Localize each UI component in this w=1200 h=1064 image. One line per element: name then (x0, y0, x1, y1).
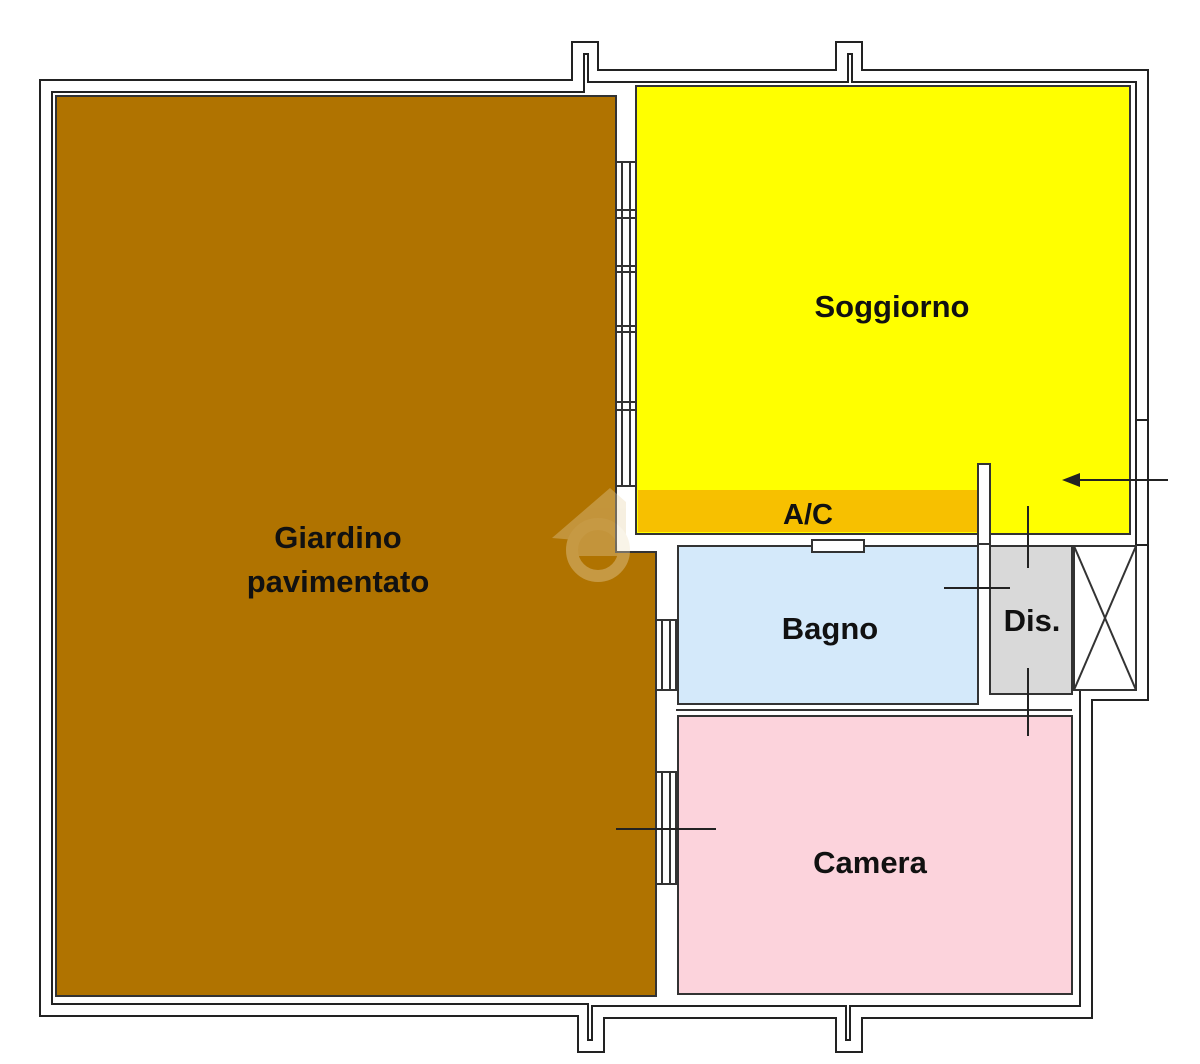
window-marks-left (615, 161, 637, 487)
label-giardino-line1: Giardino (274, 520, 401, 555)
elevator-shaft-icon (1073, 545, 1137, 691)
label-bagno: Bagno (782, 611, 878, 646)
label-soggiorno: Soggiorno (815, 289, 970, 324)
outer-wall (39, 41, 1149, 1053)
watermark-logo-icon (552, 488, 630, 582)
label-camera: Camera (813, 845, 927, 880)
door-marks (616, 506, 1029, 830)
label-ac: A/C (783, 499, 833, 531)
window-marks-lower (655, 619, 677, 885)
room-soggiorno (635, 85, 1131, 535)
partition-wall (977, 463, 991, 545)
room-bagno (677, 545, 979, 705)
label-dis: Dis. (1004, 603, 1061, 638)
label-giardino-line2: pavimentato (247, 564, 430, 599)
room-dis (989, 545, 1073, 695)
bagno-window (811, 539, 865, 553)
entrance-arrow-icon (1062, 473, 1168, 487)
room-camera (677, 715, 1073, 995)
room-ac (638, 490, 978, 532)
room-giardino-fill (55, 95, 657, 997)
